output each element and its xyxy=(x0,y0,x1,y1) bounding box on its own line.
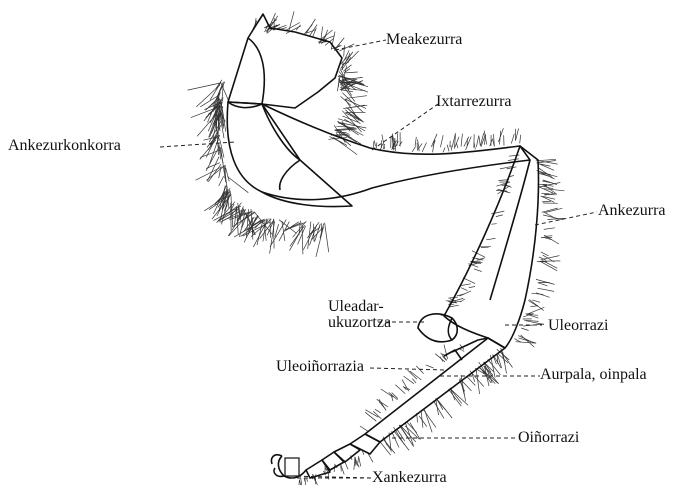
label-pollen-rake: Uleoiñorrazia xyxy=(276,358,364,375)
label-basitarsus: Aurpala, oinpala xyxy=(540,366,647,383)
leader-lines xyxy=(160,40,597,478)
label-pollen-press-line1: Uleadar- xyxy=(328,298,384,315)
label-pollen-comb: Uleorrazi xyxy=(548,317,608,334)
label-tibia: Ankezurra xyxy=(598,202,666,219)
femur-segment xyxy=(227,102,530,207)
pollen-press xyxy=(418,314,457,342)
label-femur: Ankezurkonkorra xyxy=(8,137,121,154)
label-coxa: Meakezurra xyxy=(386,31,462,48)
label-tarsal-comb: Oiñorrazi xyxy=(518,429,579,446)
claw xyxy=(271,455,299,477)
leg-hairs xyxy=(188,11,565,485)
tarsi-segments xyxy=(278,434,380,478)
label-pollen-press-line2: ukuzortza xyxy=(328,314,391,331)
label-claw: Xankezurra xyxy=(372,469,447,486)
label-trochanter: Ixtarrezurra xyxy=(436,93,512,110)
tibia-segment xyxy=(444,146,538,348)
